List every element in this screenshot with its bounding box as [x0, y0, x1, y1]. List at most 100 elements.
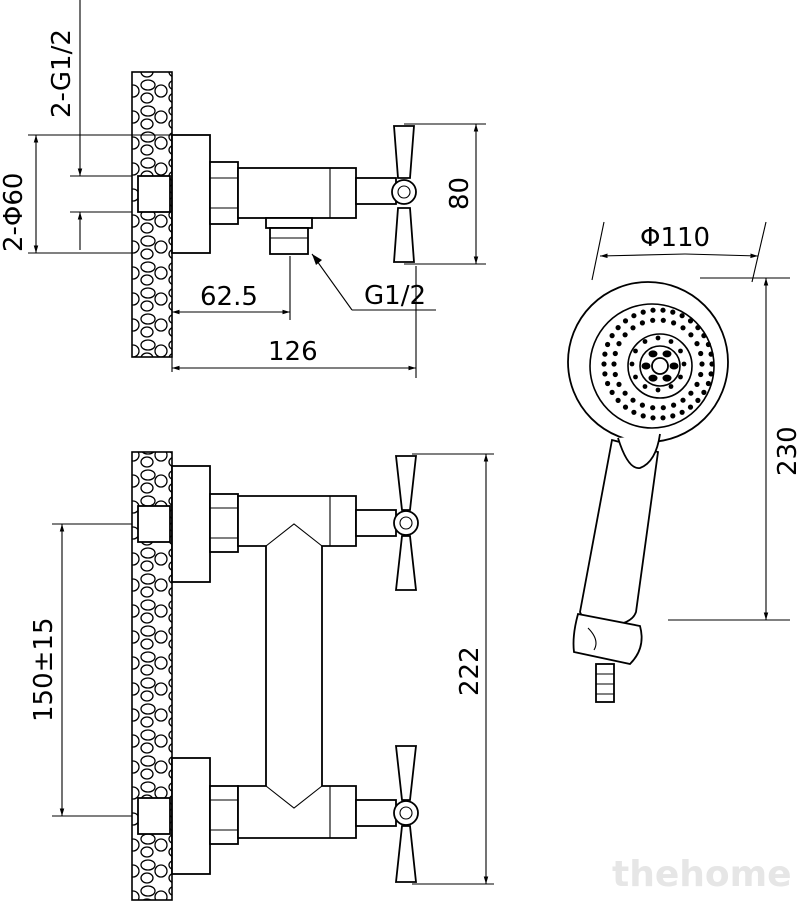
valve-stem-top — [355, 177, 397, 205]
nozzle-dot — [694, 341, 700, 347]
cross-handle-upper — [393, 455, 419, 591]
nozzle-dot — [629, 361, 635, 367]
nozzle-dot — [650, 317, 656, 323]
dim-2-g1-2: 2-G1/2 — [47, 29, 77, 118]
nozzle-dot — [671, 402, 677, 408]
nozzle-dot — [679, 313, 685, 319]
nozzle-dot — [708, 371, 714, 377]
front-view: 150±15 222 — [29, 451, 494, 901]
nozzle-dot — [695, 325, 701, 331]
shower-handle — [579, 438, 660, 627]
nozzle-dot — [698, 371, 704, 378]
valve-stem-lower — [355, 799, 397, 827]
nozzle-dot — [678, 348, 683, 354]
nozzle-large — [648, 350, 658, 358]
nozzle-dot — [679, 409, 685, 415]
dim-150-15: 150±15 — [29, 618, 59, 723]
nozzle-dot — [695, 397, 701, 403]
nozzle-dot — [670, 309, 676, 315]
nozzle-dot — [630, 325, 636, 331]
nozzle-dot — [655, 387, 661, 393]
nozzle-dot — [660, 317, 666, 323]
pipe-body-top — [237, 167, 357, 219]
nozzle-dot — [705, 341, 712, 348]
nozzle-dot — [668, 339, 674, 344]
outlet-thread — [269, 227, 309, 255]
nozzle-dot — [633, 374, 638, 380]
inlet-socket-upper — [137, 505, 171, 543]
nozzle-dot — [660, 307, 666, 313]
inlet-socket-top — [137, 175, 171, 213]
nozzle-dot — [631, 313, 637, 319]
nozzle-dot — [601, 361, 607, 367]
nozzle-dot — [687, 404, 694, 410]
nozzle-dot — [701, 389, 707, 395]
hex-nut-lower — [209, 785, 239, 845]
nozzle-dot — [605, 380, 611, 387]
escutcheon-upper — [171, 465, 211, 583]
nozzle-large — [669, 362, 679, 370]
nozzle-dot — [668, 384, 674, 389]
nozzle-dot — [615, 325, 621, 331]
nozzle-dot — [631, 409, 637, 415]
nozzle-dot — [633, 348, 638, 354]
watermark-logo: thehome — [612, 854, 792, 895]
hex-nut-top — [209, 161, 239, 225]
nozzle-dot — [671, 320, 677, 326]
nozzle-dot — [681, 361, 687, 367]
hose-connector — [595, 663, 615, 703]
nozzle-dot — [680, 325, 686, 331]
top-view: 2-G1/2 2-Φ60 80 G1/2 62.5 126 — [0, 0, 486, 378]
nozzle-dot — [609, 389, 615, 395]
nozzle-dot — [602, 351, 608, 357]
nozzle-dot — [698, 350, 704, 357]
nozzle-dot — [701, 333, 707, 339]
nozzle-dot — [660, 415, 666, 421]
nozzle-dot — [708, 351, 714, 357]
nozzle-dot — [615, 397, 621, 403]
nozzle-dot — [688, 390, 694, 396]
nozzle-dot — [680, 397, 686, 403]
nozzle-dot — [622, 404, 629, 410]
cross-handle-lower — [393, 745, 419, 883]
nozzle-dot — [687, 318, 694, 324]
dim-80: 80 — [445, 177, 475, 210]
nozzle-dot — [650, 415, 656, 421]
nozzle-pattern — [601, 307, 715, 421]
nozzle-dot — [639, 402, 646, 408]
mixer-body-front — [237, 495, 357, 839]
shower-head-inner — [589, 303, 715, 429]
nozzle-dot — [642, 384, 648, 389]
nozzle-dot — [709, 361, 715, 367]
nozzle-dot — [616, 381, 622, 387]
nozzle-dot — [642, 339, 648, 344]
escutcheon-lower — [171, 757, 211, 875]
dim-126: 126 — [268, 337, 318, 367]
nozzle-dot — [622, 332, 628, 338]
dim-phi110: Φ110 — [640, 223, 710, 253]
nozzle-dot — [694, 381, 700, 387]
nozzle-dot — [622, 390, 628, 396]
dim-62-5: 62.5 — [200, 282, 258, 312]
nozzle-dot — [611, 361, 617, 367]
nozzle-dot — [622, 318, 629, 324]
nozzle-dot — [639, 320, 646, 326]
nozzle-dot — [660, 405, 666, 411]
nozzle-dot — [650, 307, 656, 313]
nozzle-dot — [605, 341, 611, 348]
nozzle-dot — [678, 374, 683, 380]
dim-222: 222 — [455, 646, 485, 696]
wall-holder — [572, 612, 643, 665]
nozzle-large — [662, 350, 672, 358]
outlet-stub — [265, 217, 313, 229]
nozzle-dot — [609, 333, 615, 339]
hex-nut-upper — [209, 493, 239, 553]
nozzle-dot — [612, 350, 618, 357]
nozzle-dot — [688, 332, 694, 338]
nozzle-dot — [640, 413, 646, 419]
nozzle-large — [648, 374, 658, 382]
hand-shower: Φ110 230 — [567, 221, 801, 703]
wall-section-top — [131, 71, 173, 358]
nozzle-dot — [612, 371, 618, 378]
